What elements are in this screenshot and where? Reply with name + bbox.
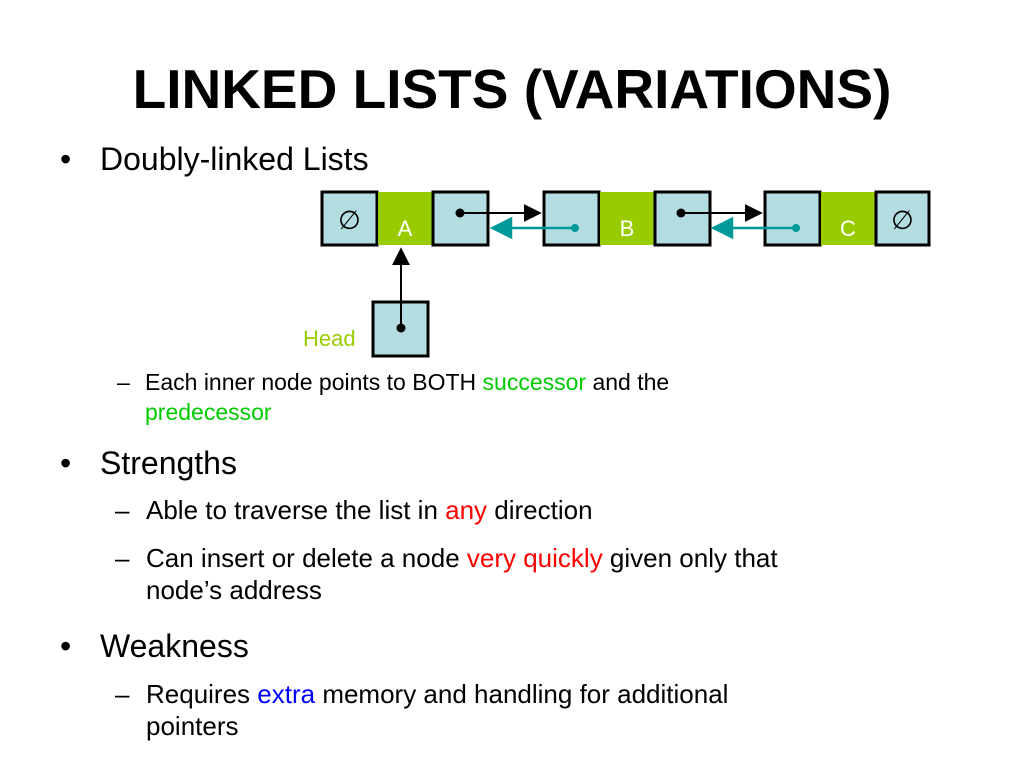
- node-c-prev-cell: [763, 190, 822, 247]
- node-c-next-cell: [874, 190, 931, 247]
- sub-text: and the: [586, 369, 670, 395]
- node-b: B: [542, 190, 712, 247]
- sub-requires-memory: – Requires extra memory and handling for…: [115, 679, 1016, 742]
- bullet-doubly-linked: • Doubly-linked Lists: [60, 141, 369, 177]
- node-a-next-cell: [431, 190, 490, 247]
- dash-marker: –: [117, 369, 130, 395]
- highlight-extra: extra: [257, 679, 316, 709]
- head-label: Head: [303, 326, 356, 351]
- bullet-text: Doubly-linked Lists: [100, 141, 369, 177]
- sub-text: Requires: [146, 679, 258, 709]
- sub-text: given only that: [602, 543, 778, 573]
- node-c-data-cell: [821, 192, 875, 245]
- bullet-weakness: • Weakness: [60, 628, 249, 664]
- sub-text: memory and handling for additional: [315, 679, 729, 709]
- node-a-prev-cell: [320, 190, 379, 247]
- node-a-data-cell: [378, 192, 432, 245]
- null-symbol: ∅: [338, 206, 361, 236]
- bullet-marker: •: [60, 628, 72, 664]
- sub-text: Each inner node points to BOTH: [145, 369, 483, 395]
- sub-insert-delete: – Can insert or delete a node very quick…: [115, 543, 1016, 606]
- node-b-label: B: [620, 216, 635, 241]
- bullet-text: Strengths: [100, 445, 237, 481]
- dash-marker: –: [115, 495, 130, 525]
- node-a: ∅ A: [320, 190, 490, 247]
- bullet-marker: •: [60, 445, 72, 481]
- dash-marker: –: [115, 679, 130, 709]
- bullet-text: Weakness: [100, 628, 249, 664]
- bullet-strengths: • Strengths: [60, 445, 237, 481]
- node-c-label: C: [840, 216, 856, 241]
- node-a-label: A: [398, 216, 413, 241]
- sub-text: pointers: [146, 710, 239, 741]
- node-b-data-cell: [600, 192, 654, 245]
- node-b-next-cell: [653, 190, 712, 247]
- sub-text: direction: [487, 495, 593, 525]
- highlight-very-quickly: very quickly: [466, 543, 603, 573]
- bullet-marker: •: [60, 141, 72, 177]
- node-b-prev-cell: [542, 190, 601, 247]
- highlight-any: any: [445, 495, 488, 525]
- sub-text: Able to traverse the list in: [146, 495, 446, 525]
- highlight-successor: successor: [482, 369, 587, 395]
- sub-text: Can insert or delete a node: [146, 543, 467, 573]
- highlight-predecessor: predecessor: [145, 398, 272, 425]
- node-c: C ∅: [763, 190, 931, 247]
- sub-traverse: – Able to traverse the list in any direc…: [115, 495, 1016, 527]
- slide-title: LINKED LISTS (VARIATIONS): [132, 58, 892, 120]
- sub-text: node’s address: [146, 574, 322, 605]
- sub-inner-node-points: – Each inner node points to BOTH success…: [117, 368, 905, 428]
- dash-marker: –: [115, 543, 130, 573]
- null-symbol: ∅: [891, 206, 914, 236]
